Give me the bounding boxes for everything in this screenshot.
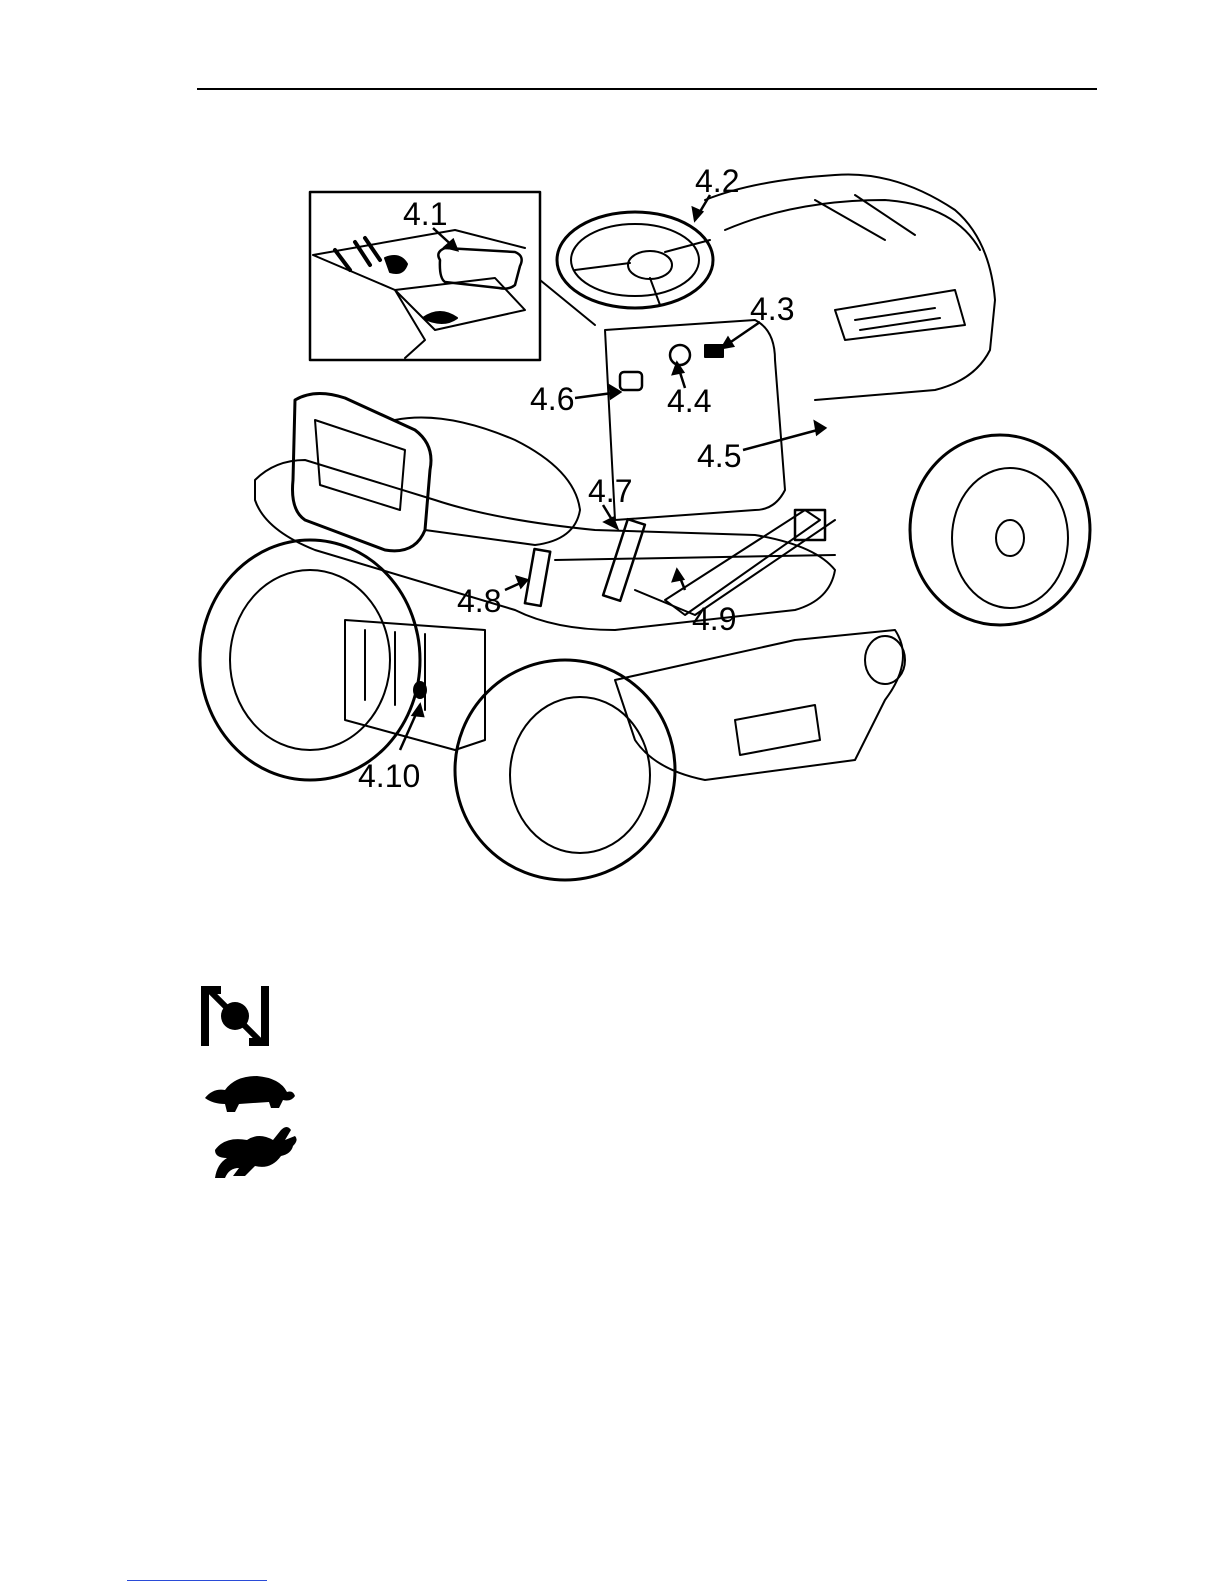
callout-4-3: 4.3 xyxy=(750,291,794,327)
callout-4-2: 4.2 xyxy=(695,163,739,199)
footer-rule xyxy=(127,1580,267,1581)
callout-4-7: 4.7 xyxy=(588,473,632,509)
mower-deck xyxy=(615,630,903,780)
tractor-diagram: 4.1 4.2 4.3 4.4 4.5 4.6 4.7 4.8 4.9 4.10 xyxy=(195,160,1105,890)
parking-brake-icon xyxy=(201,986,269,1046)
callout-4-6: 4.6 xyxy=(530,381,574,417)
symbol-legend xyxy=(195,980,315,1200)
turtle-slow-icon xyxy=(205,1076,295,1112)
callout-4-4: 4.4 xyxy=(667,383,711,419)
steering-wheel xyxy=(557,212,713,308)
front-wheel xyxy=(910,435,1090,625)
ignition-switch xyxy=(670,345,690,365)
callout-4-10: 4.10 xyxy=(358,758,420,794)
rabbit-fast-icon xyxy=(215,1127,297,1178)
rear-wheel-right xyxy=(455,660,675,880)
callout-4-5: 4.5 xyxy=(697,438,741,474)
callout-4-9: 4.9 xyxy=(692,601,736,637)
tractor-controls-figure: 4.1 4.2 4.3 4.4 4.5 4.6 4.7 4.8 4.9 4.10 xyxy=(195,160,1105,890)
rear-wheel-left xyxy=(200,540,420,780)
callout-4-8: 4.8 xyxy=(457,583,501,619)
callout-4-1: 4.1 xyxy=(403,196,447,232)
header-rule xyxy=(197,88,1097,90)
